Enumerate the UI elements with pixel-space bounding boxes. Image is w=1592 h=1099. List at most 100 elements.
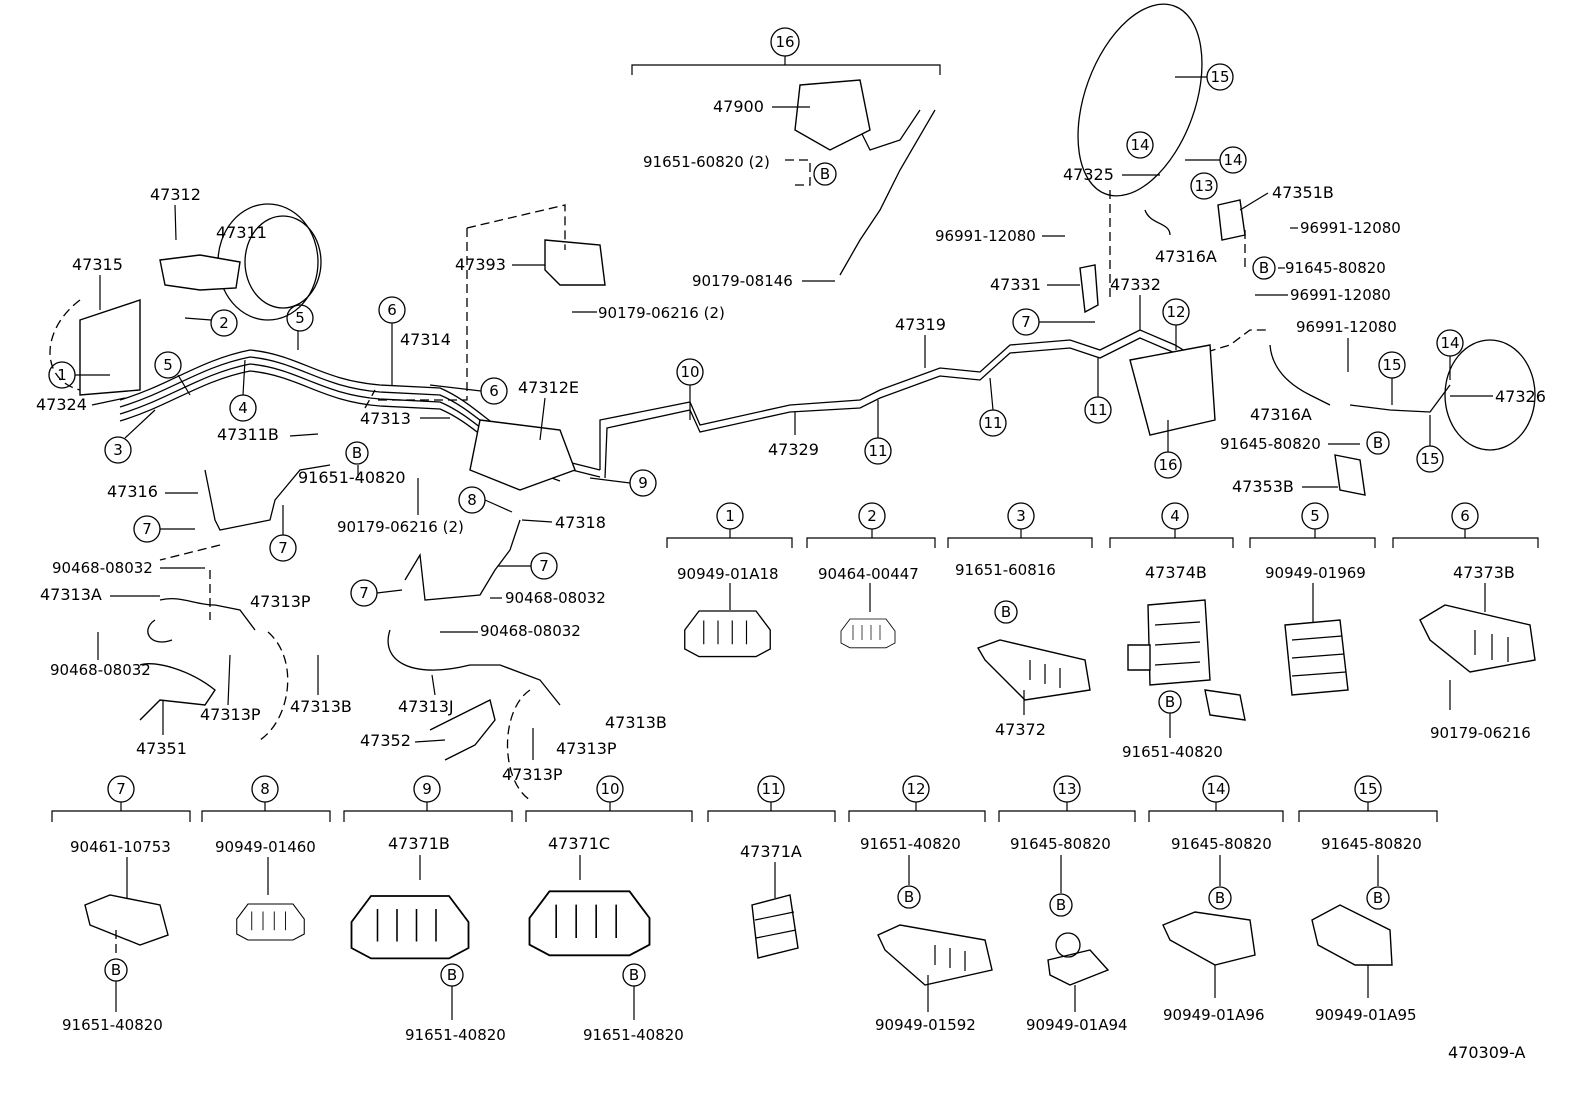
part-labels: 47312 47311 47315 47324 47311B 91651-408… [36,97,1546,784]
part-90949-01A18: 90949-01A18 [677,565,779,583]
label-47312E: 47312E [518,378,579,397]
callout-14b: 14 [1223,151,1242,169]
label-96991-12080-d: 96991-12080 [1296,318,1397,336]
label-47314: 47314 [400,330,451,349]
callout-13: 13 [1194,177,1213,195]
label-47312: 47312 [150,185,201,204]
part-90949-01A96: 90949-01A96 [1163,1006,1265,1024]
callout-7b: 7 [278,539,288,557]
callout-B: B [629,966,639,984]
callout-16b: 16 [1158,456,1177,474]
group-header-5: 5 [1310,507,1320,525]
top-assembly-header: 16 [631,27,941,75]
part-47371A: 47371A [740,842,802,861]
group-header-15: 15 [1358,780,1377,798]
part-90179-06216: 90179-06216 [1430,724,1531,742]
callout-15a: 15 [1210,68,1229,86]
detail-group-1: 1 90949-01A18 [666,502,793,658]
detail-group-14: 14 91645-80820 B 90949-01A96 [1148,775,1284,1024]
callout-9: 9 [638,474,648,492]
master-cylinder [159,254,241,291]
label-91645-80820-a: 91645-80820 [1285,259,1386,277]
callout-1: 1 [57,366,67,384]
group-header-1: 1 [725,507,735,525]
group-header-12: 12 [906,780,925,798]
label-47313P-a: 47313P [250,592,311,611]
detail-group-8: 8 90949-01460 [201,775,331,941]
group-header-11: 11 [761,780,780,798]
part-91645-80820-g14: 91645-80820 [1171,835,1272,853]
detail-group-7: 7 90461-10753 B 91651-40820 [51,775,191,1034]
label-47313A: 47313A [40,585,102,604]
callout-11c: 11 [1088,401,1107,419]
callout-15c: 15 [1420,450,1439,468]
callout-B: B [1165,693,1175,711]
label-90468-08032-c: 90468-08032 [505,589,606,607]
detail-group-11: 11 47371A [707,775,836,959]
part-90949-01969: 90949-01969 [1265,564,1366,582]
label-47900: 47900 [713,97,764,116]
group-header-3: 3 [1016,507,1026,525]
bracket-47352 [429,698,496,761]
label-47329: 47329 [768,440,819,459]
label-47313: 47313 [360,409,411,428]
group-header-4: 4 [1170,507,1180,525]
callout-7d: 7 [539,557,549,575]
label-47319: 47319 [895,315,946,334]
callout-6b: 6 [489,382,499,400]
detail-group-6: 6 47373B 90179-06216 [1392,502,1539,742]
label-90179-08146: 90179-08146 [692,272,793,290]
group-header-2: 2 [867,507,877,525]
callout-B: B [904,888,914,906]
detail-group-5: 5 90949-01969 [1249,502,1376,696]
label-90179-06216-2-b: 90179-06216 (2) [598,304,725,322]
label-47315: 47315 [72,255,123,274]
part-91645-80820-g15: 91645-80820 [1321,835,1422,853]
callout-B: B [1215,889,1225,907]
label-91645-80820-b: 91645-80820 [1220,435,1321,453]
group-header-14: 14 [1206,780,1225,798]
label-47316A-b: 47316A [1250,405,1312,424]
label-47313B-b: 47313B [605,713,667,732]
group-header-10: 10 [600,780,619,798]
part-47371C: 47371C [548,834,610,853]
label-47351B: 47351B [1272,183,1334,202]
label-47325: 47325 [1063,165,1114,184]
label-47313P-c: 47313P [556,739,617,758]
part-91651-40820-g7: 91651-40820 [62,1016,163,1034]
part-47372: 47372 [995,720,1046,739]
diagram-id: 470309-A [1448,1043,1526,1062]
callout-11b: 11 [983,414,1002,432]
callout-B-d: B [1373,434,1383,452]
label-47393: 47393 [455,255,506,274]
part-90949-01A95: 90949-01A95 [1315,1006,1417,1024]
part-91645-80820-g13: 91645-80820 [1010,835,1111,853]
label-90468-08032-b: 90468-08032 [50,661,151,679]
part-90461-10753: 90461-10753 [70,838,171,856]
main-callouts: 1 2 3 4 5 5 6 6 7 7 7 7 7 8 9 10 11 11 [48,63,1464,607]
callout-B: B [1373,889,1383,907]
part-90949-01592: 90949-01592 [875,1016,976,1034]
callout-2: 2 [219,314,229,332]
label-47331: 47331 [990,275,1041,294]
callout-3: 3 [113,441,123,459]
part-47373B: 47373B [1453,563,1515,582]
callout-14a: 14 [1130,136,1149,154]
callout-10: 10 [680,363,699,381]
label-47311: 47311 [216,223,267,242]
part-91651-40820-g9: 91651-40820 [405,1026,506,1044]
detail-group-2: 2 90464-00447 [806,502,936,649]
callout-B-c: B [1259,259,1269,277]
bracket-47331 [1079,264,1099,314]
group-header-9: 9 [422,780,432,798]
label-47311B: 47311B [217,425,279,444]
group-header-13: 13 [1057,780,1076,798]
label-47313J: 47313J [398,697,454,716]
label-91651-60820-2: 91651-60820 (2) [643,153,770,171]
valve-bracket-rear [1129,344,1216,436]
callout-16: 16 [775,33,794,51]
label-47332: 47332 [1110,275,1161,294]
part-47374B: 47374B [1145,563,1207,582]
label-47316: 47316 [107,482,158,501]
